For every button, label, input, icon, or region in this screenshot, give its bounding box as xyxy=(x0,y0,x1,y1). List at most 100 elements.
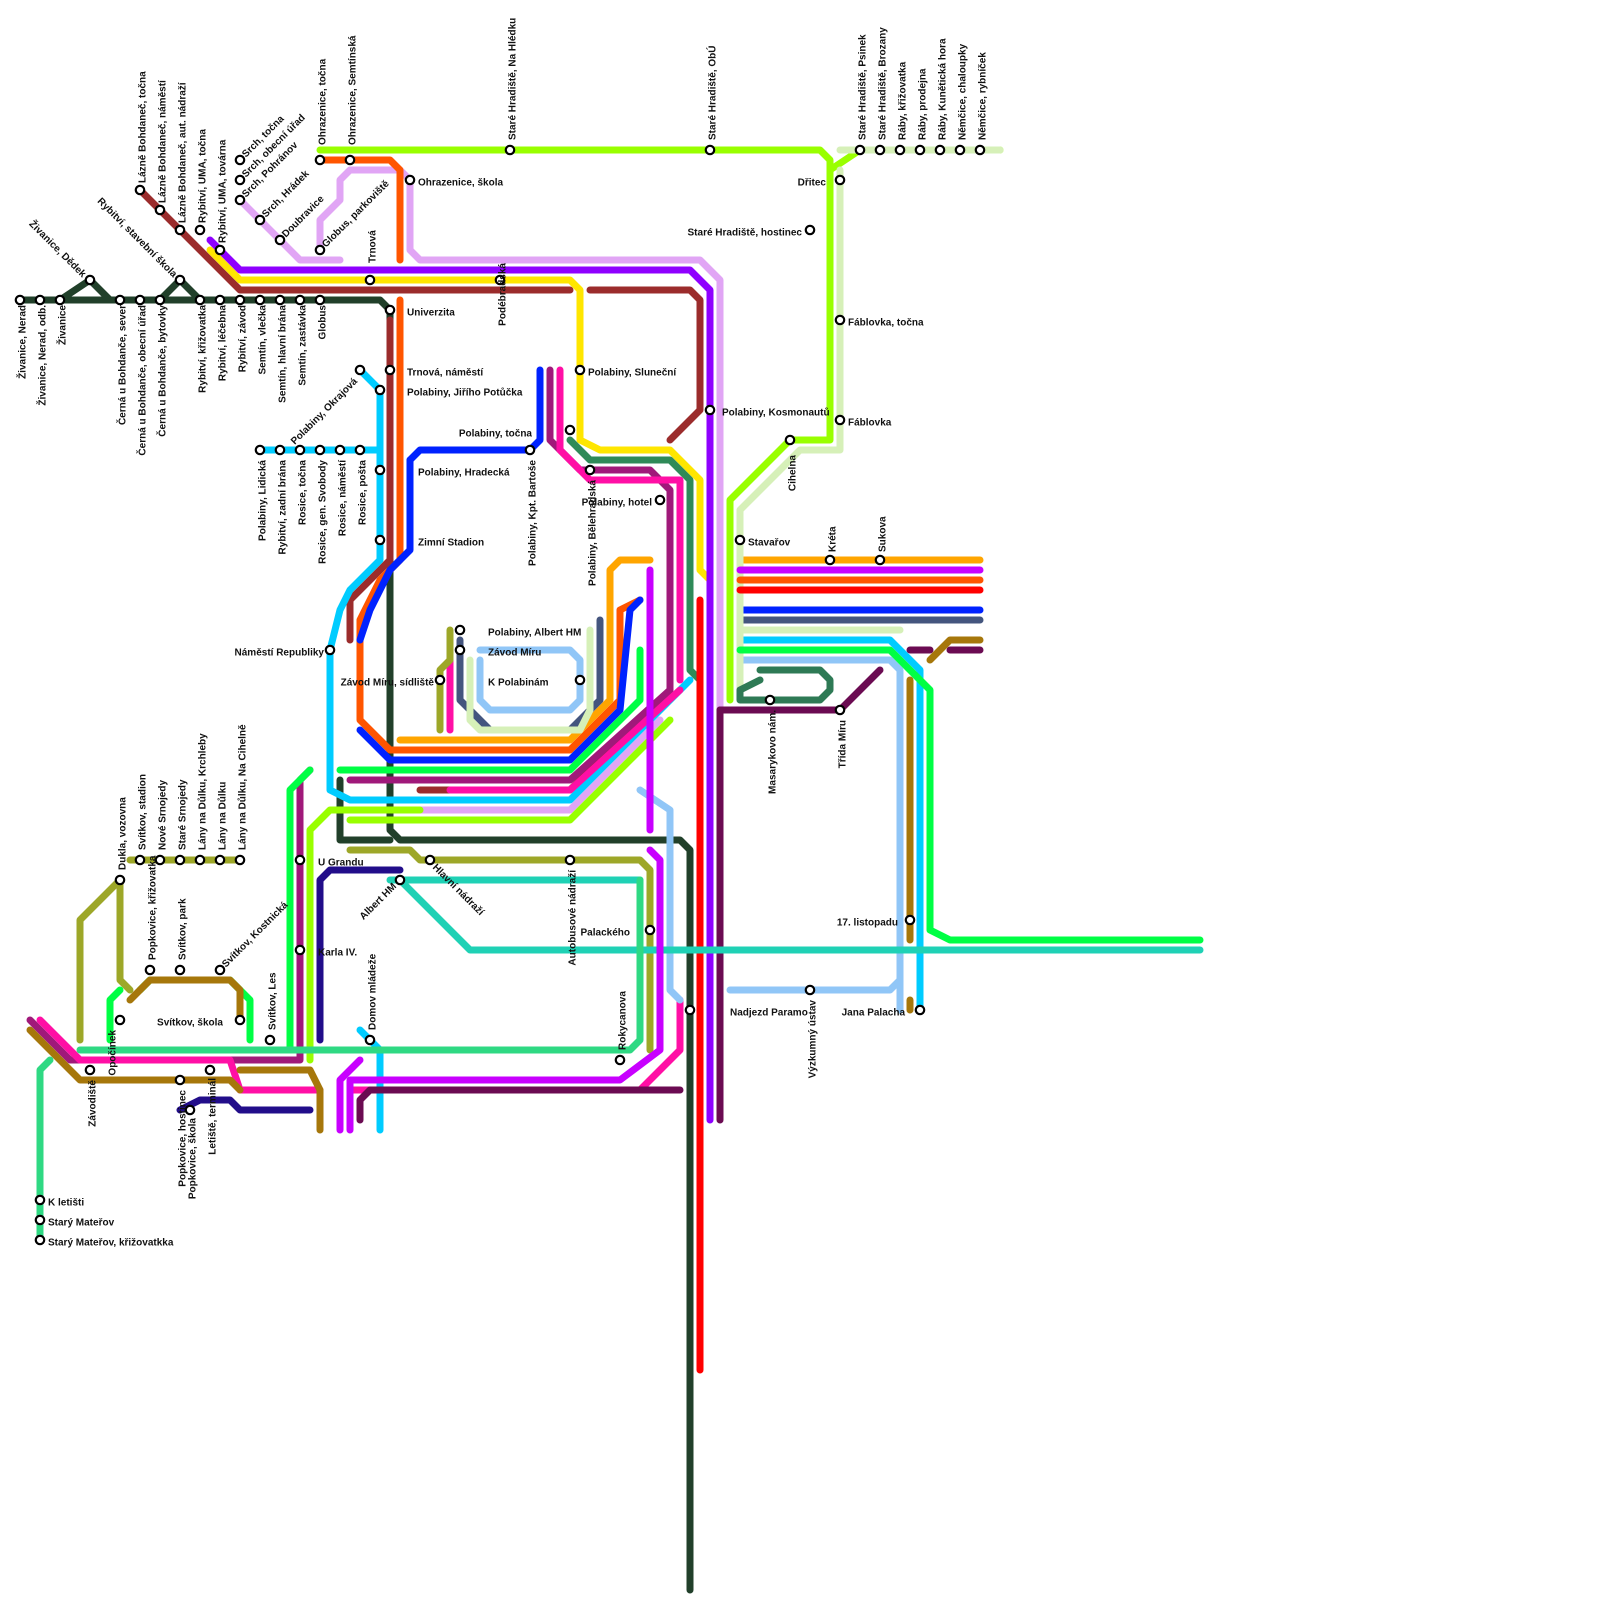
station-stop[interactable] xyxy=(364,1034,376,1046)
station-stop[interactable] xyxy=(214,964,226,976)
station-stop[interactable] xyxy=(914,144,926,156)
station-stop[interactable] xyxy=(874,554,886,566)
station-stop[interactable] xyxy=(804,984,816,996)
station-stop[interactable] xyxy=(214,294,226,306)
station-stop[interactable] xyxy=(644,924,656,936)
station-stop[interactable] xyxy=(34,1194,46,1206)
station-stop[interactable] xyxy=(114,294,126,306)
station-stop[interactable] xyxy=(834,314,846,326)
station-stop[interactable] xyxy=(314,294,326,306)
station-stop[interactable] xyxy=(114,874,126,886)
station-stop[interactable] xyxy=(254,444,266,456)
station-stop[interactable] xyxy=(294,294,306,306)
station-stop[interactable] xyxy=(504,144,516,156)
station-stop[interactable] xyxy=(824,554,836,566)
station-stop[interactable] xyxy=(344,154,356,166)
station-stop[interactable] xyxy=(354,364,366,376)
station-stop[interactable] xyxy=(134,184,146,196)
station-stop[interactable] xyxy=(214,244,226,256)
station-stop[interactable] xyxy=(184,1104,196,1116)
station-stop[interactable] xyxy=(854,144,866,156)
station-stop[interactable] xyxy=(114,1014,126,1026)
station-stop[interactable] xyxy=(194,294,206,306)
station-stop[interactable] xyxy=(314,154,326,166)
station-stop[interactable] xyxy=(194,224,206,236)
station-stop[interactable] xyxy=(314,444,326,456)
station-stop[interactable] xyxy=(204,1064,216,1076)
station-stop[interactable] xyxy=(914,1004,926,1016)
station-stop[interactable] xyxy=(54,294,66,306)
station-stop[interactable] xyxy=(254,294,266,306)
station-stop[interactable] xyxy=(294,444,306,456)
station-stop[interactable] xyxy=(804,224,816,236)
station-stop[interactable] xyxy=(84,274,96,286)
station-stop[interactable] xyxy=(764,694,776,706)
station-stop[interactable] xyxy=(274,444,286,456)
station-stop[interactable] xyxy=(174,1074,186,1086)
station-stop[interactable] xyxy=(374,384,386,396)
station-stop[interactable] xyxy=(454,624,466,636)
station-stop[interactable] xyxy=(174,854,186,866)
station-stop[interactable] xyxy=(904,914,916,926)
station-stop[interactable] xyxy=(454,644,466,656)
station-stop[interactable] xyxy=(954,144,966,156)
station-stop[interactable] xyxy=(564,424,576,436)
station-stop[interactable] xyxy=(434,674,446,686)
station-stop[interactable] xyxy=(384,304,396,316)
station-stop[interactable] xyxy=(154,204,166,216)
station-stop[interactable] xyxy=(704,144,716,156)
station-stop[interactable] xyxy=(314,244,326,256)
station-stop[interactable] xyxy=(424,854,436,866)
station-stop[interactable] xyxy=(214,854,226,866)
station-stop[interactable] xyxy=(234,194,246,206)
station-stop[interactable] xyxy=(174,274,186,286)
station-stop[interactable] xyxy=(384,364,396,376)
station-stop[interactable] xyxy=(574,364,586,376)
station-stop[interactable] xyxy=(264,1034,276,1046)
station-stop[interactable] xyxy=(14,294,26,306)
station-stop[interactable] xyxy=(934,144,946,156)
station-stop[interactable] xyxy=(154,854,166,866)
station-stop[interactable] xyxy=(294,944,306,956)
station-stop[interactable] xyxy=(574,674,586,686)
station-stop[interactable] xyxy=(614,1054,626,1066)
station-stop[interactable] xyxy=(684,1004,696,1016)
station-stop[interactable] xyxy=(234,174,246,186)
station-stop[interactable] xyxy=(134,294,146,306)
station-stop[interactable] xyxy=(784,434,796,446)
station-stop[interactable] xyxy=(354,444,366,456)
station-stop[interactable] xyxy=(524,444,536,456)
station-stop[interactable] xyxy=(374,464,386,476)
station-stop[interactable] xyxy=(584,464,596,476)
station-stop[interactable] xyxy=(374,534,386,546)
station-stop[interactable] xyxy=(234,854,246,866)
station-stop[interactable] xyxy=(834,704,846,716)
station-stop[interactable] xyxy=(404,174,416,186)
station-stop[interactable] xyxy=(274,234,286,246)
station-stop[interactable] xyxy=(174,224,186,236)
station-stop[interactable] xyxy=(394,874,406,886)
station-stop[interactable] xyxy=(834,414,846,426)
station-stop[interactable] xyxy=(704,404,716,416)
station-stop[interactable] xyxy=(654,494,666,506)
station-stop[interactable] xyxy=(894,144,906,156)
station-stop[interactable] xyxy=(34,1234,46,1246)
station-stop[interactable] xyxy=(234,294,246,306)
station-stop[interactable] xyxy=(274,294,286,306)
station-stop[interactable] xyxy=(34,294,46,306)
station-stop[interactable] xyxy=(564,854,576,866)
station-stop[interactable] xyxy=(294,854,306,866)
station-stop[interactable] xyxy=(134,854,146,866)
station-stop[interactable] xyxy=(84,1064,96,1076)
station-stop[interactable] xyxy=(34,1214,46,1226)
station-stop[interactable] xyxy=(234,154,246,166)
station-stop[interactable] xyxy=(334,444,346,456)
station-stop[interactable] xyxy=(324,644,336,656)
station-stop[interactable] xyxy=(154,294,166,306)
station-stop[interactable] xyxy=(174,964,186,976)
station-stop[interactable] xyxy=(364,274,376,286)
station-stop[interactable] xyxy=(144,964,156,976)
station-stop[interactable] xyxy=(194,854,206,866)
station-stop[interactable] xyxy=(874,144,886,156)
station-stop[interactable] xyxy=(254,214,266,226)
